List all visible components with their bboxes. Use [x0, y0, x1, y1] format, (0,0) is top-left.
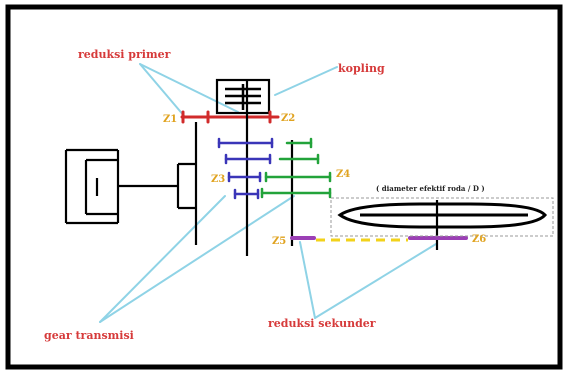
label-kopling: kopling — [338, 62, 385, 75]
label-z2: Z2 — [281, 113, 295, 124]
label-z1: Z1 — [163, 114, 177, 125]
leader-lines — [99, 63, 437, 323]
rear-wheel — [330, 197, 554, 237]
label-gear-transmisi: gear transmisi — [44, 329, 134, 342]
primary-reduction-gear — [180, 110, 280, 124]
clutch-housing — [215, 78, 271, 115]
label-reduksi-primer: reduksi primer — [78, 48, 171, 61]
output-gears — [260, 137, 332, 199]
label-reduksi-sekunder: reduksi sekunder — [268, 317, 376, 330]
input-gears — [217, 137, 274, 200]
label-z5: Z5 — [272, 236, 286, 247]
engine-block — [64, 148, 196, 225]
diagram-frame — [5, 4, 563, 370]
label-z3: Z3 — [211, 174, 225, 185]
label-z6: Z6 — [472, 234, 486, 245]
label-z4: Z4 — [336, 169, 350, 180]
shafts — [194, 80, 439, 256]
label-diameter-note: ( diameter efektif roda / D ) — [376, 184, 485, 193]
